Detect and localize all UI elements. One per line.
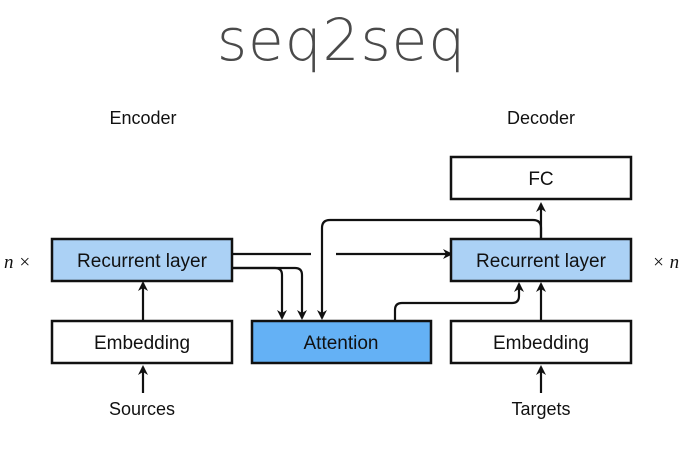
encoder-embedding-label: Embedding bbox=[94, 333, 190, 354]
sources-label: Sources bbox=[109, 399, 175, 419]
decoder-heading: Decoder bbox=[507, 108, 575, 128]
connections bbox=[138, 202, 546, 393]
diagram-title: seq2seq bbox=[216, 6, 467, 74]
fc-box bbox=[449, 155, 633, 201]
encoder-embedding-layer: Embedding bbox=[50, 319, 234, 365]
arrow-encoder-output-2-to-attention bbox=[232, 266, 307, 320]
encoder-recurrent-box bbox=[50, 237, 234, 283]
arrow-encoder-output-1-to-attention bbox=[232, 266, 287, 320]
encoder-embedding-box bbox=[50, 319, 234, 365]
encoder-heading: Encoder bbox=[109, 108, 176, 128]
attention-label: Attention bbox=[304, 333, 379, 354]
decoder-recurrent-box bbox=[449, 237, 633, 283]
decoder-embedding-label: Embedding bbox=[493, 333, 589, 354]
attention-layer: Attention bbox=[250, 319, 433, 365]
targets-label: Targets bbox=[511, 399, 570, 419]
fc-label: FC bbox=[528, 169, 553, 190]
decoder-recurrent-layer: Recurrent layer bbox=[449, 237, 633, 283]
encoder-repeat-label: n × bbox=[4, 252, 31, 273]
decoder-embedding-box bbox=[449, 319, 633, 365]
arrow-attention-to-decoder-recurrent bbox=[393, 282, 524, 320]
decoder-recurrent-label: Recurrent layer bbox=[476, 251, 607, 272]
encoder-recurrent-layer: Recurrent layer bbox=[50, 237, 234, 283]
attention-box bbox=[250, 319, 433, 365]
decoder-repeat-label: × n bbox=[652, 252, 679, 273]
encoder-recurrent-label: Recurrent layer bbox=[77, 251, 208, 272]
decoder-embedding-layer: Embedding bbox=[449, 319, 633, 365]
decoder-fc-layer: FC bbox=[449, 155, 633, 201]
